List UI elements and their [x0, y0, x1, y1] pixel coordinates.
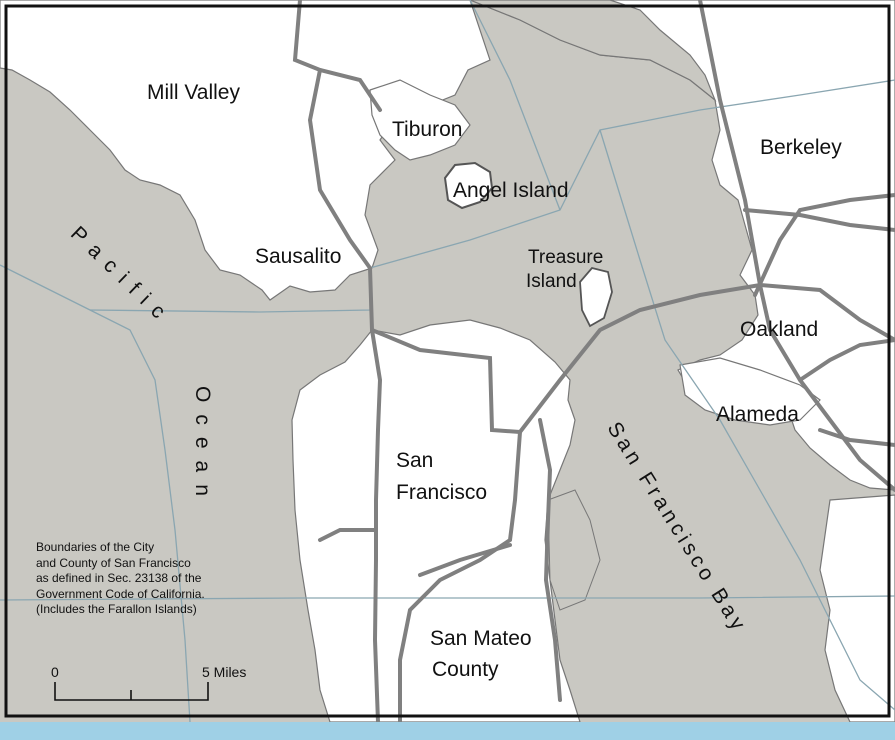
label-san-francisco-line2: Francisco	[396, 481, 488, 504]
label-treasure-island-line2: Island	[526, 271, 577, 292]
note-line: (Includes the Farallon Islands)	[36, 602, 197, 616]
scale-bar	[54, 682, 209, 701]
label-san-mateo-line1: San Mateo	[430, 627, 532, 650]
roads	[292, 0, 895, 722]
alameda-land	[679, 357, 821, 426]
angel-island-land	[443, 161, 494, 210]
tiburon-land	[369, 79, 471, 161]
note-line: and County of San Francisco	[36, 555, 191, 570]
label-tiburon: Tiburon	[392, 118, 463, 141]
north-bay-water	[469, 0, 717, 102]
label-san-francisco-line1: San	[396, 449, 434, 472]
label-treasure-island-line1: Treasure	[528, 247, 604, 268]
label-berkeley: Berkeley	[760, 136, 842, 159]
county-boundaries	[0, 0, 895, 722]
boundary-note: Boundaries of the City and County of San…	[36, 540, 336, 618]
note-line: Government Code of California.	[36, 586, 205, 601]
label-san-mateo-line2: County	[432, 658, 499, 681]
label-angel-island: Angel Island	[453, 179, 569, 202]
note-line: Boundaries of the City	[36, 540, 155, 554]
label-sausalito: Sausalito	[255, 245, 342, 268]
label-ocean: Ocean	[191, 386, 214, 508]
scale-end-label: 5 Miles	[202, 664, 247, 680]
label-alameda: Alameda	[716, 403, 799, 426]
map-canvas: Mill Valley Tiburon Angel Island Berkele…	[0, 0, 895, 722]
sf-peninsula-land	[291, 319, 581, 722]
label-mill-valley: Mill Valley	[147, 81, 240, 104]
east-bay-south-land	[819, 494, 895, 722]
treasure-island-land	[579, 266, 613, 328]
map-graphic	[0, 0, 895, 722]
note-line: as defined in Sec. 23138 of the	[36, 571, 202, 585]
candlestick-water	[547, 489, 601, 611]
label-oakland: Oakland	[740, 318, 819, 341]
scale-start-label: 0	[51, 664, 59, 680]
map-border	[4, 4, 891, 718]
